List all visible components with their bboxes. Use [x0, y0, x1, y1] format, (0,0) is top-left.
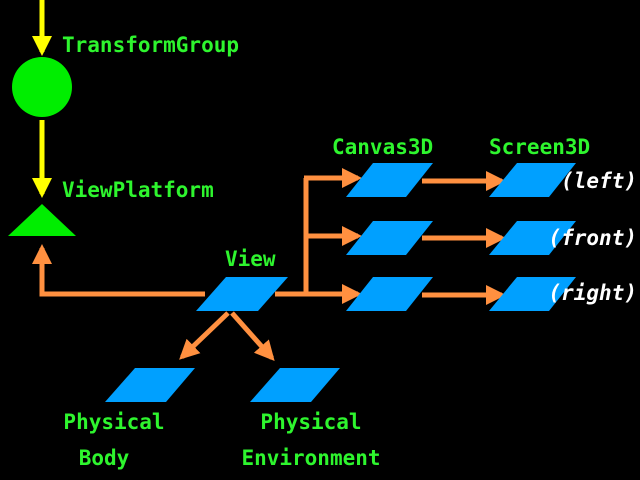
view-platform-label: ViewPlatform: [62, 178, 214, 202]
view-to-viewplatform-arrow: [32, 244, 205, 297]
canvas3d-front-node: [346, 221, 433, 255]
screen3d-label: Screen3D: [489, 135, 590, 159]
physical-environment-label-line1: Physical: [260, 410, 361, 434]
canvas3d-label: Canvas3D: [332, 135, 433, 159]
canvas3d-right-node: [346, 277, 433, 311]
physical-body-node: [105, 368, 195, 402]
right-label: (right): [548, 281, 637, 305]
screen3d-left-node: [489, 163, 576, 197]
front-label: (front): [548, 226, 637, 250]
view-to-physical-body-arrow: [179, 311, 230, 360]
view-node: [196, 277, 288, 311]
transform-group-label: TransformGroup: [62, 33, 239, 57]
physical-body-label-line1: Physical: [63, 410, 164, 434]
left-label: (left): [561, 169, 637, 193]
transform-group-node: [12, 57, 72, 117]
canvas3d-left-node: [346, 163, 433, 197]
view-platform-node: [8, 204, 76, 236]
physical-environment-node: [250, 368, 340, 402]
physical-environment-label-line2: Environment: [241, 446, 380, 470]
physical-body-label-line2: Body: [79, 446, 130, 470]
screen3d-right-node: [489, 277, 576, 311]
screen3d-front-node: [489, 221, 576, 255]
view-label: View: [225, 247, 276, 271]
view-to-physical-environment-arrow: [230, 311, 275, 361]
